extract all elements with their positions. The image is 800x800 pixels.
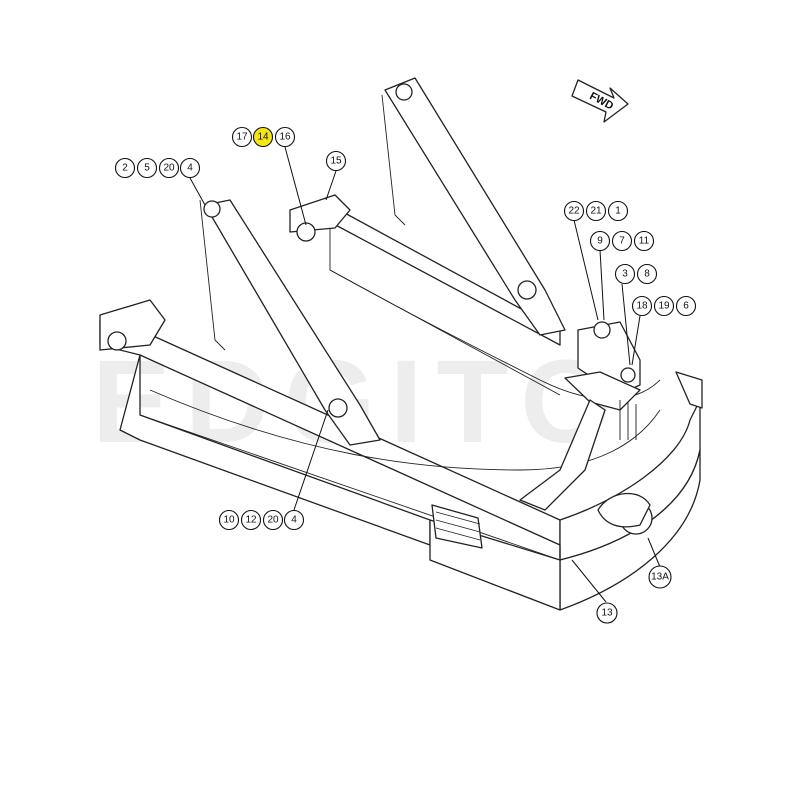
callout-20[interactable]: 20 — [158, 157, 180, 179]
callout-4-lower[interactable]: 4 — [283, 509, 305, 531]
svg-text:1: 1 — [615, 206, 621, 217]
forward-arrow-icon: FWD — [571, 79, 629, 123]
svg-text:4: 4 — [187, 163, 193, 174]
leader-lines — [189, 146, 661, 603]
svg-text:15: 15 — [330, 156, 342, 167]
callout-7[interactable]: 7 — [611, 230, 633, 252]
callout-9[interactable]: 9 — [589, 230, 611, 252]
svg-text:16: 16 — [279, 132, 291, 143]
callout-22[interactable]: 22 — [563, 200, 585, 222]
svg-text:14: 14 — [257, 132, 269, 143]
callout-2[interactable]: 2 — [114, 157, 136, 179]
callout-14-highlighted[interactable]: 14 — [252, 126, 274, 148]
svg-text:12: 12 — [245, 515, 257, 526]
callout-13A[interactable]: 13A — [648, 565, 672, 589]
callout-21[interactable]: 21 — [585, 200, 607, 222]
svg-text:11: 11 — [639, 236, 650, 247]
svg-text:13A: 13A — [651, 572, 669, 583]
svg-text:21: 21 — [590, 206, 602, 217]
svg-text:13: 13 — [601, 608, 613, 619]
callout-10[interactable]: 10 — [218, 509, 240, 531]
callout-13[interactable]: 13 — [596, 602, 618, 624]
callout-20-lower[interactable]: 20 — [262, 509, 284, 531]
callout-11[interactable]: 11 — [633, 230, 655, 252]
callout-17[interactable]: 17 — [231, 126, 253, 148]
svg-text:3: 3 — [622, 269, 628, 280]
svg-text:20: 20 — [163, 163, 175, 174]
callout-4[interactable]: 4 — [179, 157, 201, 179]
callout-8[interactable]: 8 — [636, 263, 658, 285]
svg-text:18: 18 — [636, 301, 648, 312]
callout-6[interactable]: 6 — [675, 295, 697, 317]
svg-text:5: 5 — [144, 163, 150, 174]
svg-text:2: 2 — [122, 163, 128, 174]
svg-text:10: 10 — [223, 515, 235, 526]
callouts: 17 14 16 2 5 20 4 15 22 21 1 9 7 11 3 8 … — [114, 126, 697, 624]
callout-5[interactable]: 5 — [136, 157, 158, 179]
callout-3[interactable]: 3 — [614, 263, 636, 285]
callout-18[interactable]: 18 — [631, 295, 653, 317]
callout-15[interactable]: 15 — [325, 150, 347, 172]
svg-text:22: 22 — [568, 206, 580, 217]
svg-text:8: 8 — [644, 269, 650, 280]
frame-drawing — [99, 77, 703, 611]
svg-text:19: 19 — [658, 301, 670, 312]
svg-text:9: 9 — [597, 236, 603, 247]
svg-text:6: 6 — [683, 301, 689, 312]
callout-1[interactable]: 1 — [607, 200, 629, 222]
callout-16[interactable]: 16 — [274, 126, 296, 148]
callout-19[interactable]: 19 — [653, 295, 675, 317]
svg-text:20: 20 — [267, 515, 279, 526]
svg-text:4: 4 — [291, 515, 297, 526]
callout-12[interactable]: 12 — [240, 509, 262, 531]
svg-text:7: 7 — [619, 236, 625, 247]
svg-text:17: 17 — [236, 132, 248, 143]
